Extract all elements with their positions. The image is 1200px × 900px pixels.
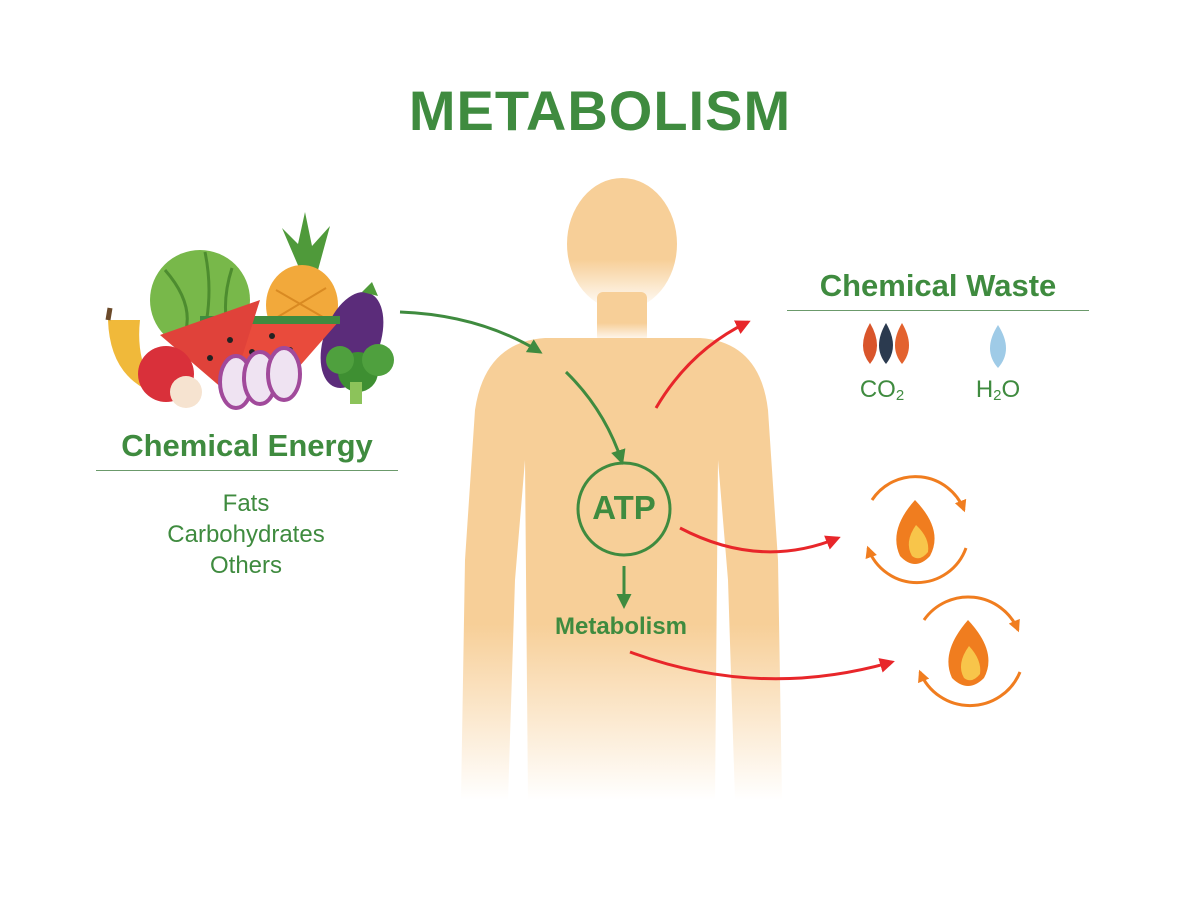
chemical-energy-list: Fats Carbohydrates Others [96, 488, 396, 581]
body-to-atp-arrow [564, 370, 626, 465]
food-to-body-arrow [399, 310, 543, 354]
atp-circle [576, 461, 672, 557]
chemical-energy-heading: Chemical Energy [121, 428, 373, 463]
water-drop-icon [990, 325, 1006, 368]
chemical-waste-heading: Chemical Waste [819, 268, 1057, 303]
atp-label: ATP [592, 489, 656, 526]
heat-cycle-icon [918, 595, 1022, 708]
co2-drops-icon [863, 323, 909, 364]
fruits-vegetables-illustration [105, 212, 394, 410]
body-to-waste-arrow [654, 320, 751, 409]
atp-to-heat-arrow [679, 526, 841, 554]
heat-cycle-icon [865, 475, 968, 585]
h2o-label: H2O [975, 376, 1021, 404]
energy-item-fats: Fats [222, 490, 270, 517]
metabolism-label: Metabolism [554, 613, 688, 640]
metabolism-to-heat-arrow [629, 650, 895, 681]
chemical-energy-rule [96, 470, 398, 471]
human-body-silhouette [461, 178, 782, 800]
energy-item-carbohydrates: Carbohydrates [167, 521, 325, 548]
page-title: METABOLISM [408, 79, 792, 142]
chemical-waste-rule [787, 310, 1089, 311]
energy-item-others: Others [209, 552, 283, 579]
co2-label: CO2 [859, 376, 905, 404]
